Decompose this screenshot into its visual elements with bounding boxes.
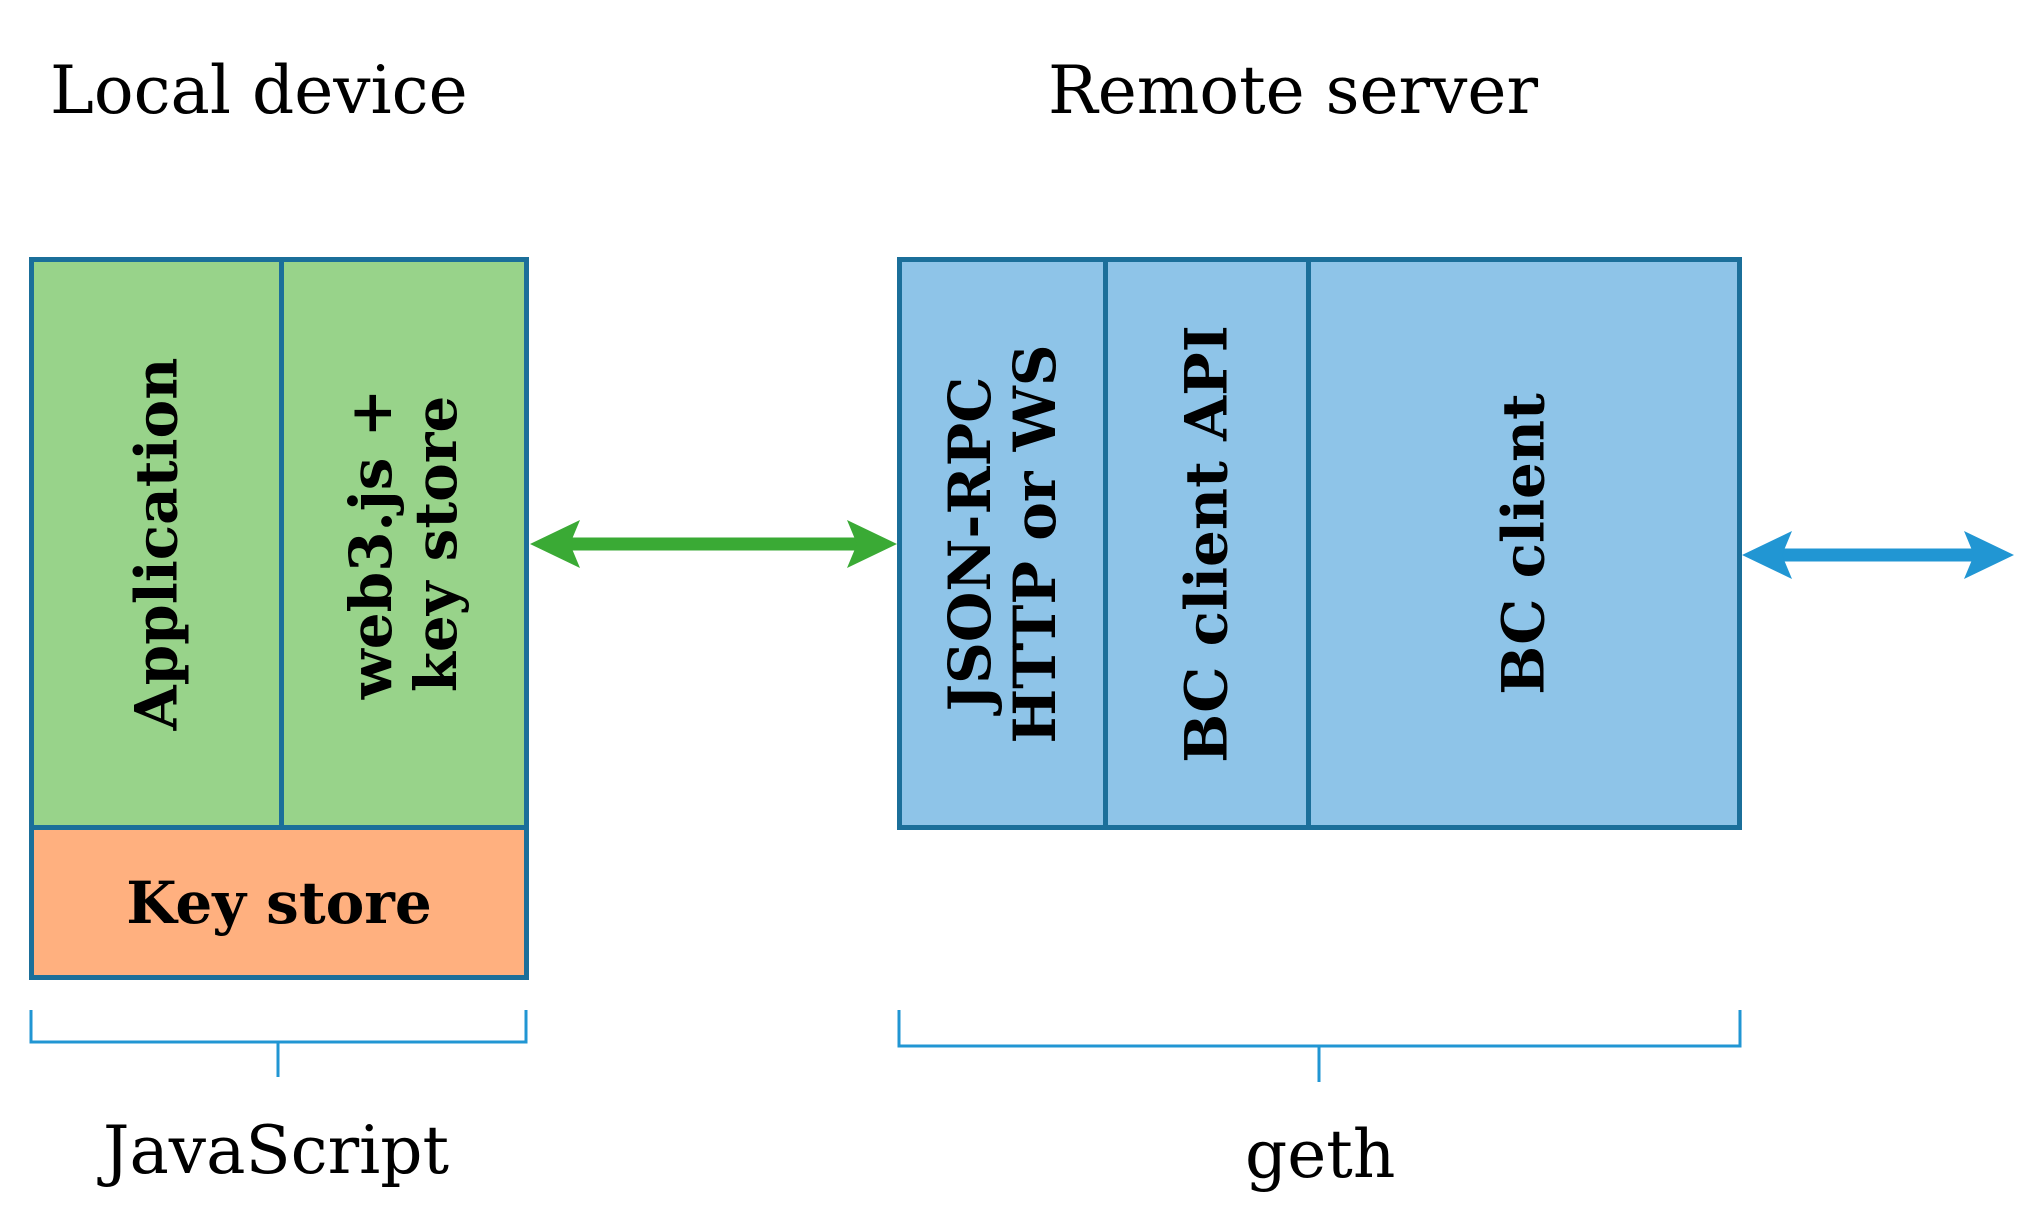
green-double-arrow: [530, 520, 897, 568]
jsonrpc-cell: JSON-RPC HTTP or WS: [902, 262, 1108, 825]
blue-double-arrow: [1742, 531, 2014, 579]
geth-label: geth: [1245, 1116, 1396, 1193]
key-store-box: Key store: [29, 825, 529, 980]
bc-client-api-cell: BC client API: [1108, 262, 1311, 825]
remote-stack: JSON-RPC HTTP or WS BC client API BC cli…: [897, 257, 1742, 830]
javascript-label: JavaScript: [103, 1112, 450, 1189]
local-device-heading: Local device: [50, 52, 468, 129]
blue-arrow-head-left: [1742, 531, 1792, 579]
geth-brace: [897, 1010, 1742, 1082]
key-store-label: Key store: [126, 868, 432, 937]
green-arrow-head-left: [530, 520, 580, 568]
remote-server-heading: Remote server: [1048, 52, 1539, 129]
blue-arrow-head-right: [1964, 531, 2014, 579]
local-stack: Application web3.js + key store: [29, 257, 529, 830]
green-arrow-head-right: [847, 520, 897, 568]
javascript-brace: [29, 1010, 528, 1077]
application-cell: Application: [34, 262, 284, 825]
